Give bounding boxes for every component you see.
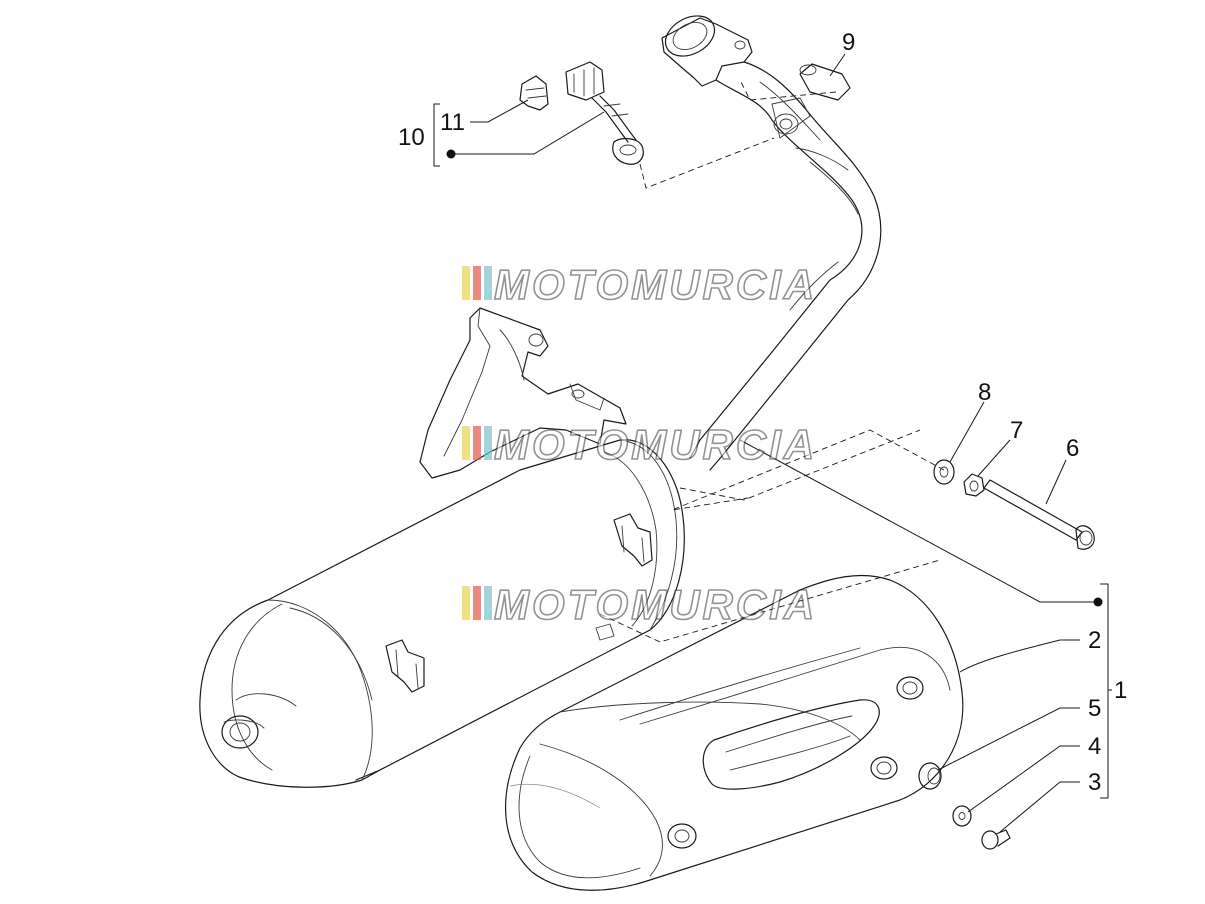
watermark-text-1: MOTOMURCIA bbox=[494, 261, 817, 308]
callout-9: 9 bbox=[842, 29, 855, 56]
watermark-3: MOTOMURCIA bbox=[462, 580, 817, 629]
callout-2: 2 bbox=[1088, 627, 1101, 654]
callout-4: 4 bbox=[1088, 733, 1101, 760]
sensor-connector bbox=[519, 75, 549, 111]
muffler bbox=[199, 307, 685, 788]
washer-part-8 bbox=[933, 459, 955, 485]
bolt-part-6 bbox=[983, 479, 1095, 550]
screw-part-3 bbox=[981, 829, 1011, 850]
heat-shield bbox=[505, 574, 964, 891]
washer-part-4 bbox=[952, 805, 972, 827]
callout-8: 8 bbox=[978, 379, 991, 406]
callout-3: 3 bbox=[1088, 769, 1101, 796]
callout-7: 7 bbox=[1010, 417, 1023, 444]
watermark-2: MOTOMURCIA bbox=[462, 420, 817, 469]
exhaust-pipe bbox=[661, 15, 882, 471]
watermark-text-3: MOTOMURCIA bbox=[494, 581, 817, 628]
oxygen-sensor bbox=[565, 61, 644, 165]
watermark-text-2: MOTOMURCIA bbox=[494, 421, 817, 468]
assembly-dashed-lines bbox=[599, 79, 945, 643]
leader-dot-10 bbox=[446, 149, 456, 159]
callout-10: 10 bbox=[398, 124, 425, 151]
callout-6: 6 bbox=[1066, 435, 1079, 462]
callout-5: 5 bbox=[1088, 695, 1101, 722]
lock-washer-part-7 bbox=[963, 473, 985, 497]
callout-11: 11 bbox=[440, 109, 465, 136]
watermark-1: MOTOMURCIA bbox=[462, 260, 817, 309]
spacer-part-9 bbox=[799, 63, 851, 101]
grommet-part-5 bbox=[918, 762, 942, 790]
leader-dot-1 bbox=[1093, 597, 1103, 607]
leader-lines bbox=[433, 53, 1112, 833]
callout-1: 1 bbox=[1114, 677, 1127, 704]
